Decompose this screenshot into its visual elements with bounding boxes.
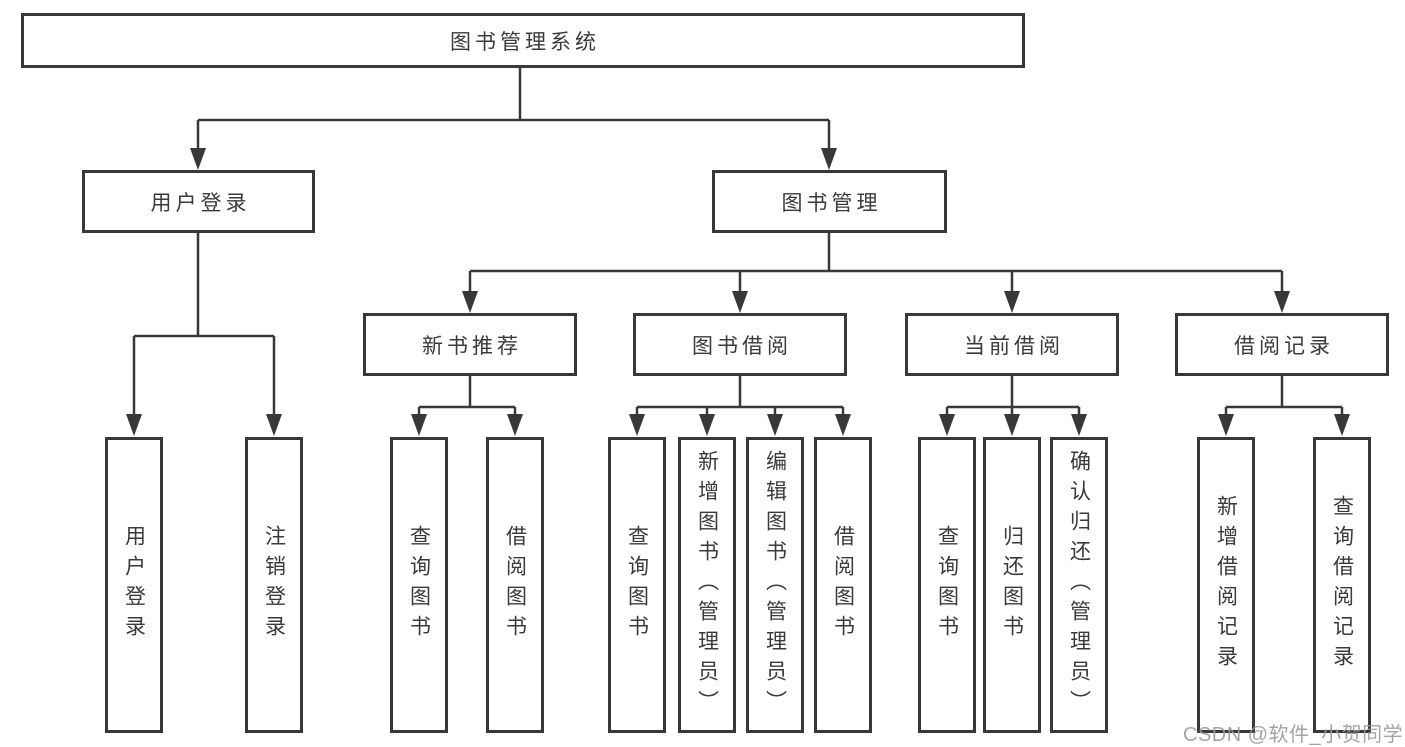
leaf-query-books-current: 查询图书 — [918, 437, 976, 733]
connector-root-to-level2 — [190, 68, 837, 170]
leaf-borrow-books-recommend: 借阅图书 — [486, 437, 544, 733]
leaf-user-login: 用户登录 — [105, 437, 163, 733]
node-borrowing-records-label: 借阅记录 — [1234, 334, 1334, 358]
node-user-login: 用户登录 — [82, 170, 315, 233]
connector-current-borrowing-to-leaves — [939, 376, 1087, 436]
leaf-confirm-return-admin: 确认归还（管理员） — [1050, 437, 1108, 733]
arrowhead-icon — [462, 291, 478, 313]
node-book-borrowing: 图书借阅 — [633, 313, 847, 376]
leaf-borrow-books-borrowing: 借阅图书 — [814, 437, 872, 733]
leaf-edit-book-admin-label: 编辑图书（管理员） — [763, 450, 787, 720]
leaf-logout-login: 注销登录 — [245, 437, 303, 733]
arrowhead-icon — [1334, 414, 1350, 436]
node-borrowing-records: 借阅记录 — [1175, 313, 1389, 376]
connector-user-login-to-leaves — [126, 233, 282, 436]
arrowhead-icon — [1071, 414, 1087, 436]
node-new-book-recommendation: 新书推荐 — [363, 313, 577, 376]
arrowhead-icon — [629, 414, 645, 436]
leaf-query-borrow-record: 查询借阅记录 — [1313, 437, 1371, 733]
arrowhead-icon — [126, 414, 142, 436]
csdn-watermark: CSDN @软件_小贺同学 — [1183, 724, 1404, 746]
arrowhead-icon — [1218, 414, 1234, 436]
arrowhead-icon — [1004, 291, 1020, 313]
leaf-return-books-label: 归还图书 — [1000, 525, 1024, 645]
arrowhead-icon — [1274, 291, 1290, 313]
arrowhead-icon — [732, 291, 748, 313]
leaf-query-books-recommend: 查询图书 — [390, 437, 448, 733]
node-book-management-label: 图书管理 — [781, 191, 882, 215]
arrowhead-icon — [939, 414, 955, 436]
arrowhead-icon — [821, 148, 837, 170]
node-book-management: 图书管理 — [712, 170, 947, 233]
node-library-management-system-label: 图书管理系统 — [450, 30, 600, 54]
node-user-login-label: 用户登录 — [150, 191, 251, 215]
leaf-add-book-admin: 新增图书（管理员） — [678, 437, 736, 733]
leaf-user-login-label: 用户登录 — [122, 525, 146, 645]
connector-records-to-leaves — [1218, 376, 1350, 436]
arrowhead-icon — [507, 414, 523, 436]
leaf-add-book-admin-label: 新增图书（管理员） — [695, 450, 719, 720]
arrowhead-icon — [835, 414, 851, 436]
leaf-edit-book-admin: 编辑图书（管理员） — [746, 437, 804, 733]
arrowhead-icon — [266, 414, 282, 436]
leaf-query-borrow-record-label: 查询借阅记录 — [1330, 495, 1354, 675]
node-library-management-system: 图书管理系统 — [21, 13, 1025, 68]
node-current-borrowing: 当前借阅 — [905, 313, 1119, 376]
leaf-query-books-borrowing-label: 查询图书 — [625, 525, 649, 645]
arrowhead-icon — [190, 148, 206, 170]
leaf-logout-login-label: 注销登录 — [262, 525, 286, 645]
leaf-query-books-current-label: 查询图书 — [935, 525, 959, 645]
leaf-query-books-recommend-label: 查询图书 — [407, 525, 431, 645]
connector-borrowing-to-leaves — [629, 376, 851, 436]
node-new-book-recommendation-label: 新书推荐 — [422, 334, 522, 358]
arrowhead-icon — [1004, 414, 1020, 436]
leaf-return-books: 归还图书 — [983, 437, 1041, 733]
leaf-borrow-books-recommend-label: 借阅图书 — [503, 525, 527, 645]
leaf-confirm-return-admin-label: 确认归还（管理员） — [1067, 450, 1091, 720]
arrowhead-icon — [411, 414, 427, 436]
arrowhead-icon — [699, 414, 715, 436]
node-current-borrowing-label: 当前借阅 — [964, 334, 1064, 358]
connector-recommendation-to-leaves — [411, 376, 523, 436]
leaf-add-borrow-record-label: 新增借阅记录 — [1214, 495, 1238, 675]
leaf-borrow-books-borrowing-label: 借阅图书 — [831, 525, 855, 645]
node-book-borrowing-label: 图书借阅 — [692, 334, 792, 358]
connector-book-management-to-level3 — [462, 233, 1290, 313]
arrowhead-icon — [767, 414, 783, 436]
leaf-add-borrow-record: 新增借阅记录 — [1197, 437, 1255, 733]
leaf-query-books-borrowing: 查询图书 — [608, 437, 666, 733]
